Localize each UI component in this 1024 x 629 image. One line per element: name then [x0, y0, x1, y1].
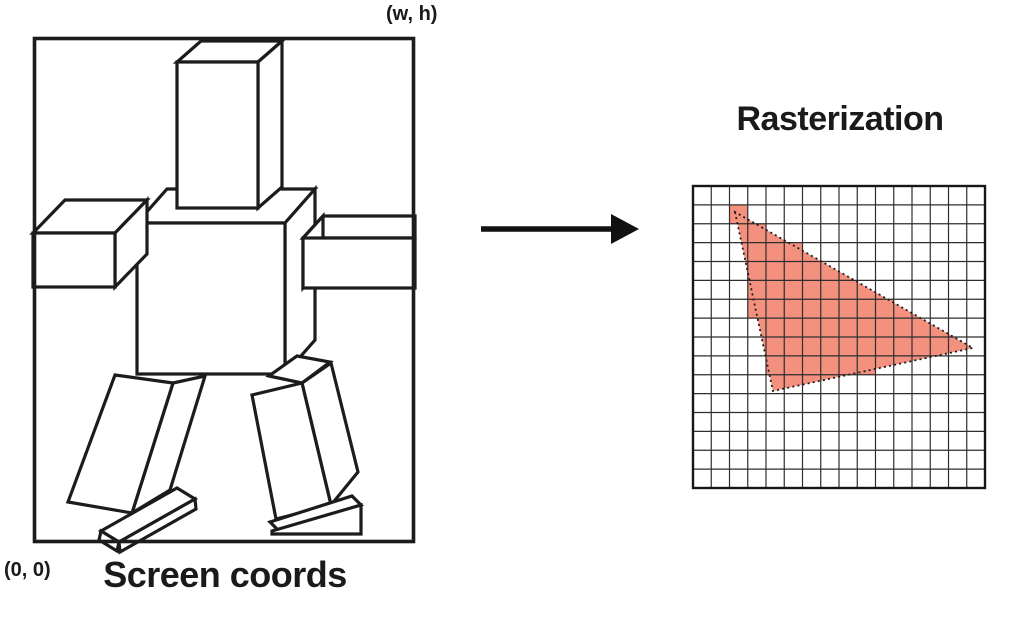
robot-torso-front [135, 221, 287, 376]
raster-grid [691, 184, 987, 490]
triangle-fill [734, 212, 973, 391]
arrow-right-icon [481, 214, 639, 244]
rasterization-title: Rasterization [736, 100, 945, 138]
max-corner-label: (w, h) [386, 3, 438, 25]
robot-left-foot-side [117, 496, 198, 555]
robot-head-right [256, 37, 284, 212]
robot-right-arm-front [301, 236, 417, 290]
robot-figure [29, 37, 417, 555]
grid-border [691, 184, 987, 490]
robot-right-foot-front [270, 502, 363, 536]
origin-corner-label: (0, 0) [4, 559, 51, 581]
grid-lines [693, 186, 985, 488]
robot-head-front [175, 60, 260, 210]
screen-box-border [32, 36, 416, 544]
screen-coords-caption: Screen coords [103, 554, 347, 595]
screen-coords-box [29, 36, 417, 555]
robot-left-arm-front [31, 231, 117, 289]
